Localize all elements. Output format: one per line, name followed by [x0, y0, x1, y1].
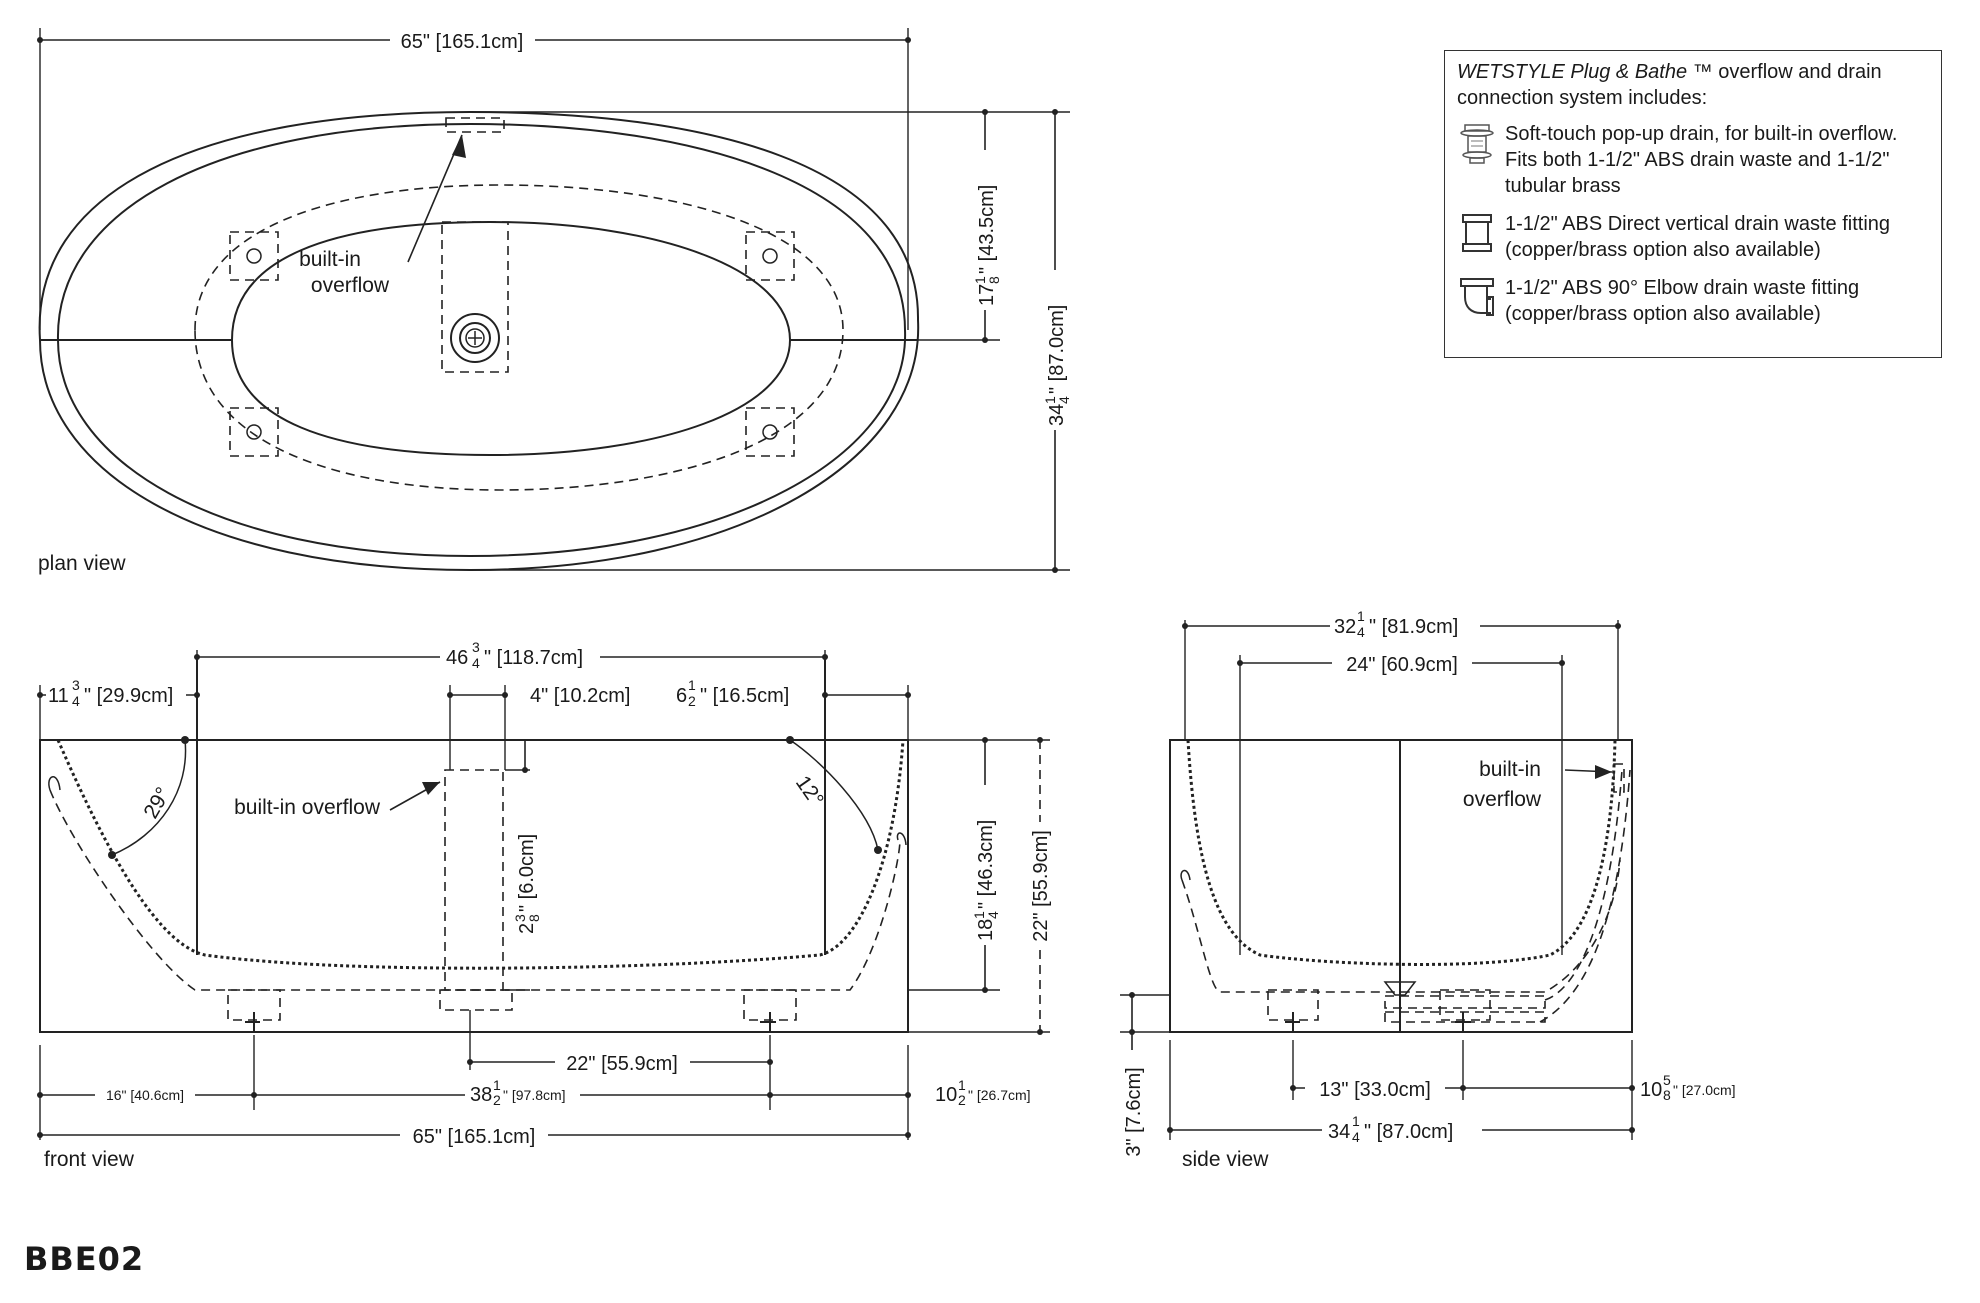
- plan-half-width-den: 8: [986, 276, 1002, 284]
- front-overflow-h-num: 3: [512, 914, 528, 922]
- side-top-rest: " [81.9cm]: [1369, 616, 1458, 638]
- side-feet: [1267, 989, 1491, 1033]
- front-overflow-width: 4" [10.2cm]: [530, 685, 630, 707]
- front-height-dim: 22" [55.9cm]: [1030, 830, 1052, 942]
- front-angle-left: 29°: [139, 783, 175, 822]
- tub-inner-rim: [56, 122, 907, 558]
- legend-item-text: Soft-touch pop-up drain, for built-in ov…: [1505, 123, 1898, 197]
- plan-view: 65" [165.1cm] built-in overflow: [37, 27, 1072, 575]
- side-overflow-label-2: overflow: [1463, 788, 1542, 811]
- plan-view-label: plan view: [38, 552, 126, 575]
- front-depth-num: 1: [971, 911, 987, 919]
- tub-outer-rim: [38, 110, 920, 572]
- legend-item-text: 1-1/2" ABS Direct vertical drain waste f…: [1505, 213, 1891, 261]
- front-inner-den: 4: [472, 655, 480, 671]
- front-basin-profile: [56, 739, 905, 970]
- drain-system-legend: WETSTYLE Plug & Bathe ™ overflow and dra…: [1444, 50, 1942, 358]
- front-foot-right-den: 2: [958, 1092, 966, 1108]
- side-width-den: 4: [1352, 1129, 1360, 1145]
- plan-half-width-num: 1: [972, 276, 988, 284]
- front-outline: [39, 739, 909, 1033]
- side-right-den: 8: [1663, 1087, 1671, 1103]
- front-inner-num: 3: [472, 639, 480, 655]
- front-overflow-h-rest: " [6.0cm]: [516, 834, 538, 912]
- side-right-num: 5: [1663, 1072, 1671, 1088]
- front-view-label: front view: [44, 1148, 135, 1171]
- plan-width-den: 4: [1056, 396, 1072, 404]
- legend-item-text: 1-1/2" ABS 90° Elbow drain waste fitting…: [1505, 277, 1860, 325]
- side-overflow-label-1: built-in: [1479, 758, 1541, 781]
- front-foot-left-dim: 16" [40.6cm]: [106, 1087, 184, 1103]
- side-basin-profile: [1186, 739, 1617, 966]
- side-view: 32 1 4 " [81.9cm] 24" [60.9cm] built-in: [1120, 608, 1736, 1171]
- front-right-rest: " [16.5cm]: [700, 685, 789, 707]
- plan-half-width-whole: 17: [976, 284, 998, 306]
- plan-length-dim: 65" [165.1cm]: [401, 31, 524, 53]
- side-top-whole: 32: [1334, 616, 1356, 638]
- tub-basin: [230, 220, 792, 457]
- front-inner-whole: 46: [446, 647, 468, 669]
- elbow-drain-fitting-icon: [1460, 278, 1494, 316]
- legend-item: 1-1/2" ABS 90° Elbow drain waste fitting…: [1457, 275, 1929, 327]
- side-width-whole: 34: [1328, 1121, 1350, 1143]
- front-foot-mid-rest: " [97.8cm]: [503, 1087, 566, 1103]
- side-top-num: 1: [1357, 608, 1365, 624]
- legend-heading-rest: overflow and drain connection system inc…: [1457, 61, 1882, 109]
- front-depth-den: 4: [985, 911, 1001, 919]
- front-depth-rest: " [46.3cm]: [975, 820, 997, 909]
- plan-width-num: 1: [1042, 396, 1058, 404]
- vertical-drain-fitting-icon: [1462, 214, 1492, 252]
- front-left-whole: 11: [48, 685, 69, 707]
- front-foot-right-whole: 10: [935, 1084, 957, 1106]
- front-foot-mid-whole: 38: [470, 1084, 492, 1106]
- front-right-num: 1: [688, 677, 696, 693]
- legend-heading: WETSTYLE Plug & Bathe ™ overflow and dra…: [1457, 59, 1929, 111]
- side-drain-offset-dim: 13" [33.0cm]: [1319, 1079, 1431, 1101]
- front-right-whole: 6: [676, 685, 687, 707]
- plan-overflow-label-1: built-in: [299, 248, 361, 271]
- pop-up-drain-icon: [1460, 124, 1494, 164]
- side-right-whole: 10: [1640, 1079, 1662, 1101]
- side-view-label: side view: [1182, 1148, 1269, 1171]
- side-top-den: 4: [1357, 624, 1365, 640]
- side-width-num: 1: [1352, 1113, 1360, 1129]
- front-angle-right: 12°: [791, 772, 828, 811]
- legend-trademark: ™: [1692, 61, 1713, 83]
- front-foot-mid-den: 2: [493, 1092, 501, 1108]
- front-length-dim: 65" [165.1cm]: [413, 1126, 536, 1148]
- front-foot-mid-num: 1: [493, 1077, 501, 1093]
- side-width-rest: " [87.0cm]: [1364, 1121, 1453, 1143]
- front-foot-right-num: 1: [958, 1077, 966, 1093]
- side-foot-height-dim: 3" [7.6cm]: [1123, 1067, 1145, 1156]
- tub-base-footprint: [194, 184, 844, 491]
- front-drain-dim: 22" [55.9cm]: [566, 1053, 678, 1075]
- front-overflow-label: built-in overflow: [234, 796, 381, 819]
- side-inner-dim: 24" [60.9cm]: [1346, 654, 1458, 676]
- side-right-rest: " [27.0cm]: [1673, 1082, 1736, 1098]
- front-left-rest: " [29.9cm]: [84, 685, 173, 707]
- plan-width-whole: 34: [1046, 404, 1068, 426]
- legend-brand: WETSTYLE Plug & Bathe: [1457, 61, 1688, 83]
- drain-outer: [450, 313, 500, 363]
- front-overflow-h-den: 8: [526, 914, 542, 922]
- legend-item: 1-1/2" ABS Direct vertical drain waste f…: [1457, 211, 1929, 263]
- front-left-den: 4: [72, 693, 80, 709]
- plan-half-width-rest: " [43.5cm]: [976, 185, 998, 274]
- front-left-num: 3: [72, 677, 80, 693]
- front-inner-rest: " [118.7cm]: [484, 647, 583, 669]
- front-foot-right-rest: " [26.7cm]: [968, 1087, 1031, 1103]
- plan-feet: [229, 231, 795, 457]
- front-feet: [227, 989, 797, 1033]
- model-code: BBE02: [24, 1240, 145, 1278]
- plan-width-rest: " [87.0cm]: [1046, 305, 1068, 394]
- front-right-den: 2: [688, 693, 696, 709]
- legend-item: Soft-touch pop-up drain, for built-in ov…: [1457, 121, 1929, 199]
- plan-overflow-label-2: overflow: [311, 274, 390, 297]
- front-overflow-h-whole: 2: [516, 923, 538, 934]
- front-view: 46 3 4 " [118.7cm] 11 3 4 " [29.9cm] 4" …: [37, 638, 1053, 1171]
- front-depth-whole: 18: [975, 919, 997, 941]
